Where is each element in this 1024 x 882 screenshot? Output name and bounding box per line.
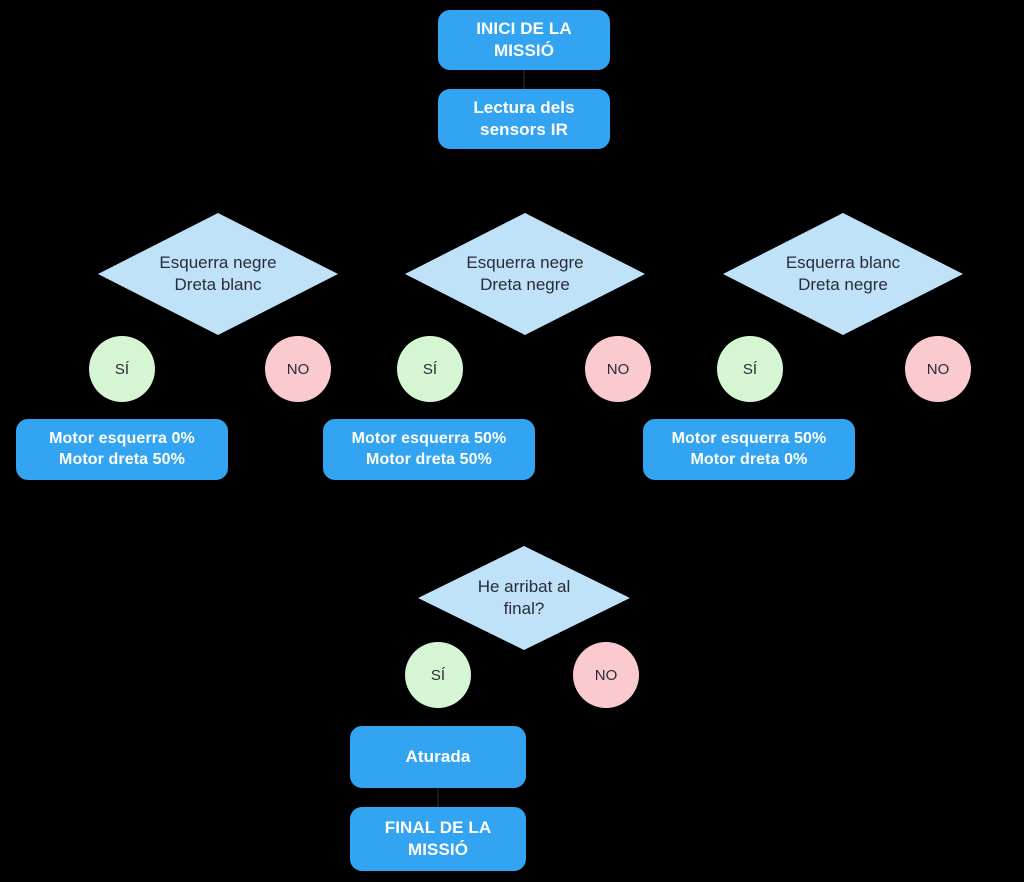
node-start-text: INICI DE LA MISSIÓ <box>476 18 572 62</box>
node-action-2-line1: Motor esquerra 50% <box>351 430 507 448</box>
branch-no-decision-1[interactable]: NO <box>265 336 331 402</box>
branch-no-decision-end[interactable]: NO <box>573 642 639 708</box>
node-read-sensors-line2: sensors IR <box>480 120 568 139</box>
node-stop[interactable]: Aturada <box>350 726 526 788</box>
branch-yes-decision-3[interactable]: SÍ <box>717 336 783 402</box>
node-decision-1[interactable]: Esquerra negre Dreta blanc <box>98 213 338 335</box>
decision-2-line2: Dreta negre <box>480 275 570 294</box>
node-end[interactable]: FINAL DE LA MISSIÓ <box>350 807 526 871</box>
branch-no-decision-end-label: NO <box>594 666 618 684</box>
node-read-sensors-line1: Lectura dels <box>473 98 575 118</box>
node-read-sensors-text: Lectura dels sensors IR <box>473 97 574 141</box>
node-decision-end[interactable]: He arribat al final? <box>418 546 630 650</box>
decision-3-line2: Dreta negre <box>798 275 888 294</box>
decision-2-label: Esquerra negre Dreta negre <box>405 213 645 335</box>
connector-stop-to-end <box>437 788 439 807</box>
node-stop-text: Aturada <box>406 746 471 768</box>
node-start[interactable]: INICI DE LA MISSIÓ <box>438 10 610 70</box>
branch-yes-decision-3-label: SÍ <box>742 360 758 378</box>
decision-3-line1: Esquerra blanc <box>785 252 901 272</box>
node-action-1-text: Motor esquerra 0% Motor dreta 50% <box>49 429 195 470</box>
node-start-line1: INICI DE LA <box>476 19 572 39</box>
decision-end-line2: final? <box>503 599 545 618</box>
node-decision-3[interactable]: Esquerra blanc Dreta negre <box>723 213 963 335</box>
branch-no-decision-3-label: NO <box>926 360 950 378</box>
node-end-line2: MISSIÓ <box>407 840 469 859</box>
decision-end-line1: He arribat al <box>477 576 571 596</box>
branch-yes-decision-2-label: SÍ <box>422 360 438 378</box>
branch-yes-decision-end-label: SÍ <box>430 666 446 684</box>
branch-yes-decision-1-label: SÍ <box>114 360 130 378</box>
branch-yes-decision-end[interactable]: SÍ <box>405 642 471 708</box>
decision-2-line1: Esquerra negre <box>466 252 584 272</box>
node-action-3-text: Motor esquerra 50% Motor dreta 0% <box>672 429 827 470</box>
node-action-2-text: Motor esquerra 50% Motor dreta 50% <box>352 429 507 470</box>
node-stop-line1: Aturada <box>405 747 471 767</box>
node-action-1[interactable]: Motor esquerra 0% Motor dreta 50% <box>16 419 228 480</box>
decision-3-label: Esquerra blanc Dreta negre <box>723 213 963 335</box>
branch-yes-decision-1[interactable]: SÍ <box>89 336 155 402</box>
node-action-3-line1: Motor esquerra 50% <box>671 430 827 448</box>
decision-1-label: Esquerra negre Dreta blanc <box>98 213 338 335</box>
decision-1-line1: Esquerra negre <box>159 252 277 272</box>
node-decision-2[interactable]: Esquerra negre Dreta negre <box>405 213 645 335</box>
node-action-3[interactable]: Motor esquerra 50% Motor dreta 0% <box>643 419 855 480</box>
node-end-text: FINAL DE LA MISSIÓ <box>385 817 492 861</box>
node-start-line2: MISSIÓ <box>493 41 555 60</box>
branch-no-decision-2-label: NO <box>606 360 630 378</box>
node-action-3-line2: Motor dreta 0% <box>690 450 808 468</box>
node-action-1-line1: Motor esquerra 0% <box>49 430 195 448</box>
branch-yes-decision-2[interactable]: SÍ <box>397 336 463 402</box>
node-action-2-line2: Motor dreta 50% <box>366 450 492 468</box>
decision-1-line2: Dreta blanc <box>174 275 262 294</box>
decision-end-label: He arribat al final? <box>418 546 630 650</box>
node-action-1-line2: Motor dreta 50% <box>59 450 185 468</box>
node-read-sensors[interactable]: Lectura dels sensors IR <box>438 89 610 149</box>
branch-no-decision-2[interactable]: NO <box>585 336 651 402</box>
node-end-line1: FINAL DE LA <box>384 818 492 838</box>
branch-no-decision-3[interactable]: NO <box>905 336 971 402</box>
node-action-2[interactable]: Motor esquerra 50% Motor dreta 50% <box>323 419 535 480</box>
branch-no-decision-1-label: NO <box>286 360 310 378</box>
connector-start-to-sensors <box>523 70 525 89</box>
